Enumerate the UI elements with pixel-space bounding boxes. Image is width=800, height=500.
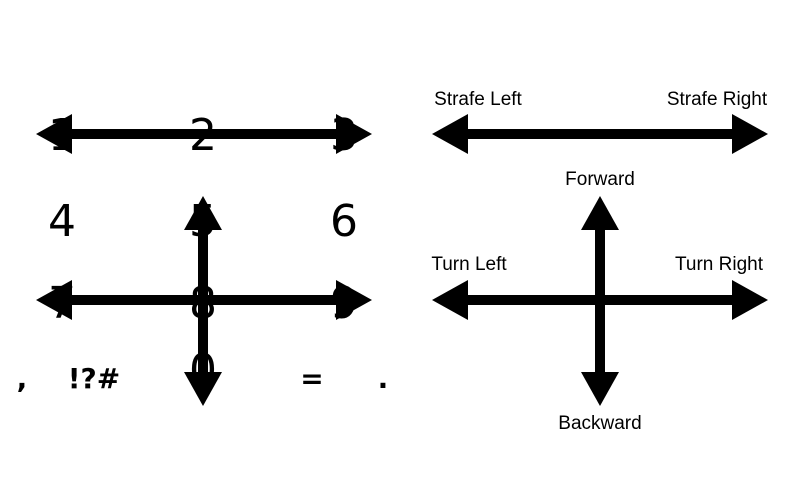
key-equals: = (300, 362, 323, 395)
key-6: 6 (330, 196, 358, 247)
forward-label: Forward (565, 169, 635, 190)
key-comma: , (17, 362, 28, 395)
movement-panel: Strafe Left Strafe Right Forward Turn Le… (431, 89, 768, 434)
keypad-strafe-right-head (336, 114, 372, 154)
strafe-right-arrowhead-icon (732, 114, 768, 154)
keypad-move-arrow (184, 196, 222, 406)
keypad-turn-right-head (336, 280, 372, 320)
strafe-left-arrowhead-icon (432, 114, 468, 154)
turn-left-label: Turn Left (431, 254, 507, 275)
key-4: 4 (48, 196, 76, 247)
keypad-strafe-arrow (36, 114, 372, 154)
backward-label: Backward (558, 413, 641, 434)
keypad-backward-head (184, 372, 222, 406)
move-arrow (581, 196, 619, 406)
strafe-left-label: Strafe Left (434, 89, 522, 110)
turn-left-arrowhead-icon (432, 280, 468, 320)
turn-right-arrowhead-icon (732, 280, 768, 320)
keypad-turn-left-head (36, 280, 72, 320)
key-period: . (378, 362, 389, 395)
keypad-forward-head (184, 196, 222, 230)
turn-right-label: Turn Right (675, 254, 764, 275)
keypad-strafe-left-head (36, 114, 72, 154)
strafe-right-label: Strafe Right (667, 89, 768, 110)
strafe-arrow (432, 114, 768, 154)
key-symbols: !?# (68, 362, 120, 395)
forward-arrowhead-icon (581, 196, 619, 230)
keypad-panel: 1 2 3 4 5 6 7 8 9 0 , !?# = . (17, 110, 389, 406)
backward-arrowhead-icon (581, 372, 619, 406)
